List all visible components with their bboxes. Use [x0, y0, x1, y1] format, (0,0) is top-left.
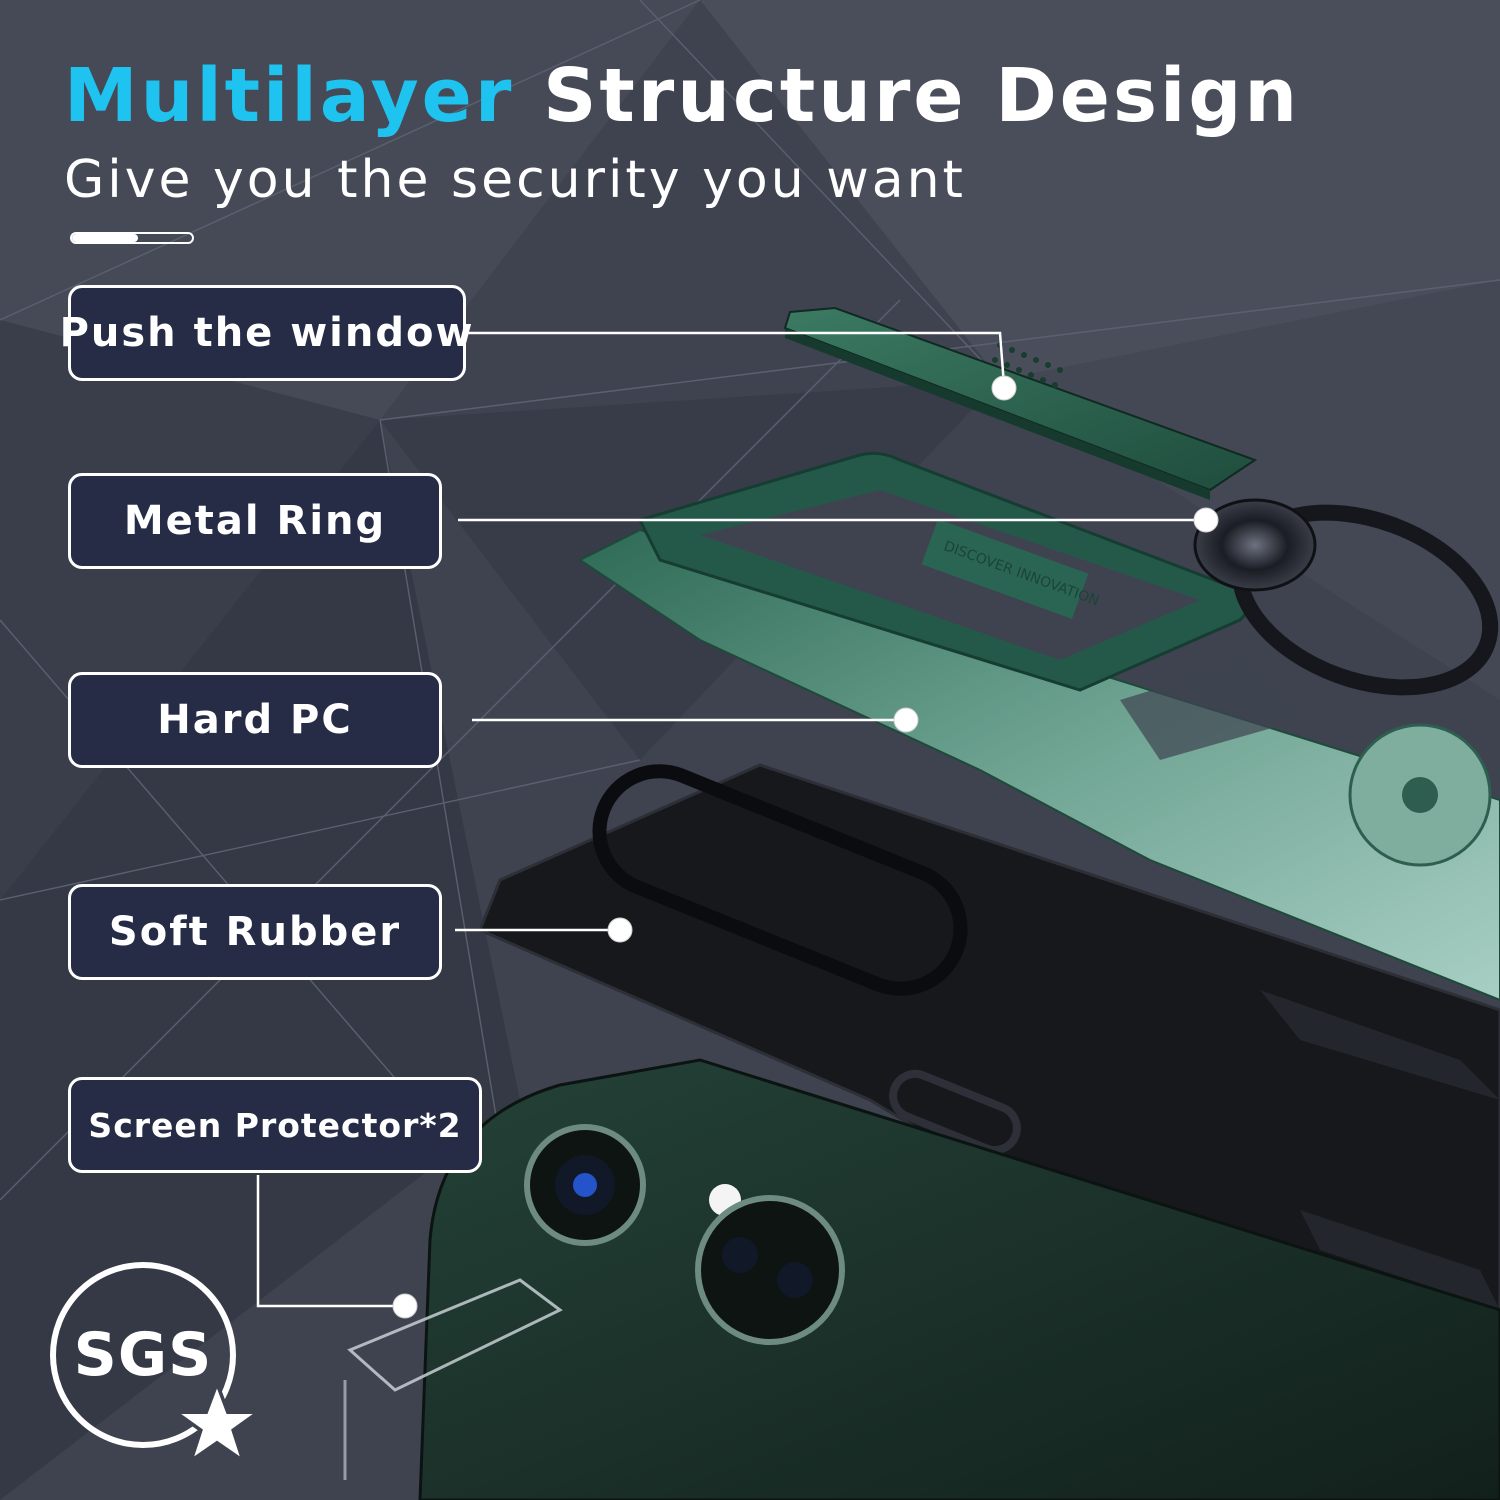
label-soft-rubber: Soft Rubber	[68, 884, 442, 980]
title-rest: Structure Design	[543, 53, 1301, 139]
callout-dot-rubber	[607, 917, 633, 943]
callout-dot-screen	[392, 1293, 418, 1319]
screen-protector	[343, 1278, 563, 1480]
push-window-part	[783, 306, 1258, 500]
label-hard-pc: Hard PC	[68, 672, 442, 768]
callout-line-screen	[256, 1175, 403, 1308]
hard-pc-frame: DISCOVER INNOVATION	[578, 451, 1500, 1002]
metal-ring-part	[1193, 498, 1499, 696]
sgs-ring: SGS	[50, 1262, 236, 1448]
sgs-badge: SGS	[46, 1258, 266, 1468]
title-accent: Multilayer	[64, 53, 515, 139]
callout-dot-ring	[1193, 507, 1219, 533]
label-metal-ring: Metal Ring	[68, 473, 442, 569]
page-subtitle: Give you the security you want	[64, 150, 966, 210]
page-title: Multilayer Structure Design	[64, 50, 1300, 142]
callout-dot-window	[991, 375, 1017, 401]
callout-dot-pc	[893, 707, 919, 733]
progress-indicator	[70, 232, 194, 244]
phone-body	[418, 1058, 1500, 1500]
label-screen-protector: Screen Protector*2	[68, 1077, 482, 1173]
progress-fill	[72, 234, 138, 242]
label-push-window: Push the window	[60, 285, 472, 381]
star-icon	[172, 1378, 262, 1466]
callout-line-window	[466, 331, 1006, 386]
sgs-text: SGS	[73, 1320, 213, 1390]
